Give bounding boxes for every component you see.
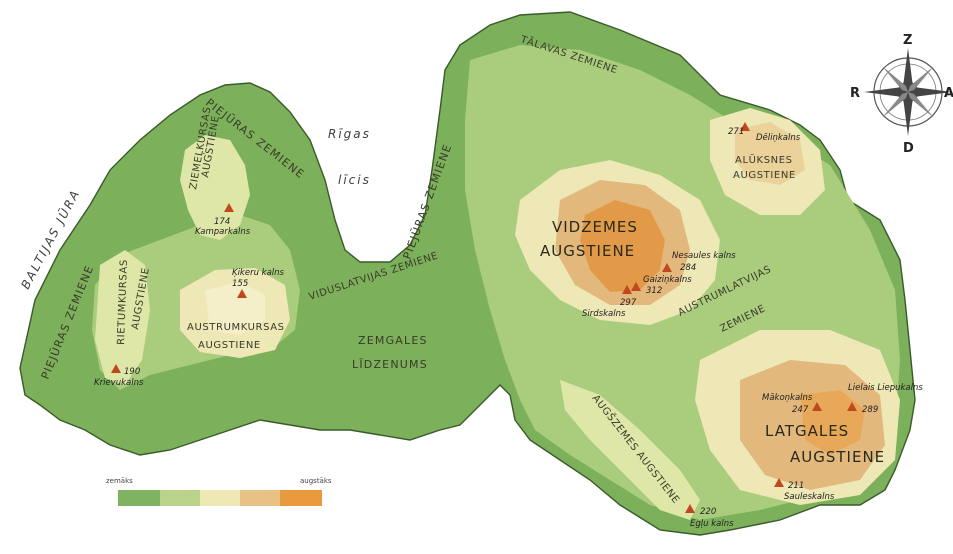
peak-height: 271 (728, 127, 744, 137)
peak-height: 247 (792, 405, 809, 415)
peak-sirdskalns: 297 Sirdskalns (582, 285, 637, 319)
peak-name: Sauleskalns (784, 492, 835, 502)
peak-marker-icon (111, 364, 121, 373)
region-zemgales-2: LĪDZENUMS (352, 358, 428, 371)
peak-name: Sirdskalns (582, 309, 626, 319)
upland-rietumkursas (95, 250, 150, 385)
peak-height: 284 (680, 263, 696, 273)
peak-area-vidzemes (580, 200, 665, 292)
peak-name: Nesaules kalns (672, 251, 736, 261)
peak-marker-icon (812, 402, 822, 411)
peak-height: 220 (700, 507, 716, 517)
peak-height: 289 (862, 405, 878, 415)
peak-nesaules-kalns: Nesaules kalns 284 (662, 251, 736, 273)
peak-kamparkalns: 174 Kamparkalns (195, 203, 251, 237)
peak-eglu-kalns: 220 Egļu kalns (685, 504, 734, 529)
peak-marker-icon (224, 203, 234, 212)
peak-marker-icon (685, 504, 695, 513)
peak-kikeru-kalns: Ķikeru kalns 155 (232, 268, 285, 298)
legend-swatch-4 (240, 490, 280, 506)
peak-marker-icon (237, 289, 247, 298)
legend-swatch-2 (160, 490, 200, 506)
peak-height: 297 (620, 298, 637, 308)
peak-name: Krievukalns (94, 378, 144, 388)
peak-name: Ķikeru kalns (232, 268, 285, 278)
peak-delinkalns: 271 Dēliņkalns (728, 122, 801, 143)
compass-s: D (903, 141, 914, 156)
peak-name: Lielais Liepukalns (848, 383, 923, 393)
peak-marker-icon (847, 402, 857, 411)
peak-height: 155 (232, 279, 248, 289)
compass-rose-icon: Z D R A (850, 33, 953, 156)
upland-augszemes (560, 380, 700, 520)
gulf-label-line2: līcis (338, 173, 371, 187)
hill-austrumkursas (205, 282, 265, 335)
upland-ziemelkursas (180, 135, 250, 240)
peak-marker-icon (631, 282, 641, 291)
region-latgales-1: LATGALES (765, 422, 849, 440)
peak-lielais-liepukalns: Lielais Liepukalns 289 (847, 383, 923, 415)
region-vidzemes-2: AUGSTIENE (540, 242, 635, 260)
gulf-label-line1: Rīgas (328, 127, 371, 141)
region-aluksnes-2: AUGSTIENE (733, 170, 796, 181)
peak-makonkalns: Mākoņkalns 247 (762, 393, 822, 415)
peak-height: 174 (214, 217, 230, 227)
compass-w: R (850, 86, 860, 101)
peak-name: Dēliņkalns (756, 133, 801, 143)
legend-low-label: zemāks (106, 477, 133, 485)
peak-height: 312 (646, 286, 662, 296)
peak-height: 190 (124, 367, 140, 377)
peak-gaizinkalns: Gaiziņkalns 312 (631, 275, 692, 296)
region-austrumkursas-2: AUGSTIENE (198, 340, 261, 351)
region-latgales-2: AUGSTIENE (790, 448, 885, 466)
elevation-legend: zemāks augstāks (106, 477, 332, 506)
compass-n: Z (903, 33, 912, 48)
peak-sauleskalns: 211 Sauleskalns (774, 478, 835, 502)
peak-height: 211 (788, 481, 804, 491)
region-rietumkursas-1: RIETUMKURSAS (116, 259, 130, 345)
legend-swatch-5 (280, 490, 322, 506)
legend-swatch-3 (200, 490, 240, 506)
legend-swatch-1 (118, 490, 160, 506)
peak-name: Egļu kalns (690, 519, 734, 529)
peak-name: Kamparkalns (195, 227, 251, 237)
hill-aluksnes (735, 122, 805, 185)
peak-marker-icon (622, 285, 632, 294)
peak-marker-icon (774, 478, 784, 487)
region-austrumkursas-1: AUSTRUMKURSAS (187, 322, 285, 333)
legend-high-label: augstāks (300, 477, 332, 485)
peak-name: Gaiziņkalns (643, 275, 692, 285)
peak-krievukalns: 190 Krievukalns (94, 364, 144, 388)
compass-e: A (944, 86, 953, 101)
region-aluksnes-1: ALŪKSNES (735, 153, 793, 166)
region-vidzemes-1: VIDZEMES (552, 218, 638, 236)
peak-marker-icon (740, 122, 750, 131)
peak-name: Mākoņkalns (762, 393, 813, 403)
peak-marker-icon (662, 263, 672, 272)
region-zemgales-1: ZEMGALES (358, 334, 428, 347)
